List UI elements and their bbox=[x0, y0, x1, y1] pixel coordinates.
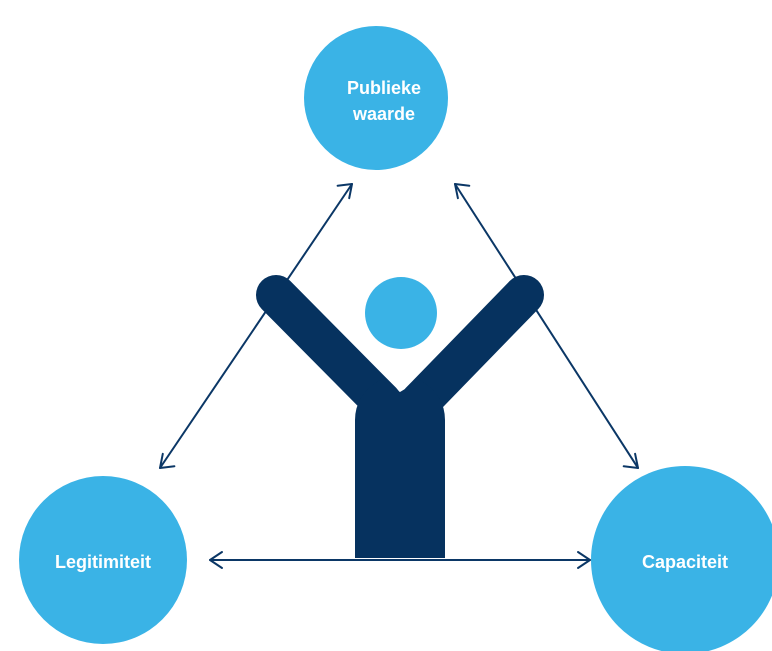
label-waarde: waarde bbox=[352, 104, 415, 124]
arrowhead-top-right-lower bbox=[622, 452, 639, 469]
arrowhead-bottom-left bbox=[209, 551, 223, 569]
label-legitimiteit: Legitimiteit bbox=[55, 552, 151, 572]
node-capaciteit bbox=[591, 466, 772, 651]
connector-arrows bbox=[159, 183, 639, 569]
person-arms bbox=[256, 275, 544, 422]
person-body bbox=[355, 380, 445, 558]
arrowhead-top-left-upper bbox=[336, 183, 353, 200]
node-legitimiteit bbox=[19, 476, 187, 644]
label-publieke: Publieke bbox=[347, 78, 421, 98]
arrowhead-bottom-right bbox=[577, 551, 591, 569]
node-publieke-waarde bbox=[304, 26, 448, 170]
arrowhead-top-left-lower bbox=[159, 452, 176, 469]
person-head bbox=[365, 277, 437, 349]
arrowhead-top-right-upper bbox=[454, 183, 471, 200]
label-capaciteit: Capaciteit bbox=[642, 552, 728, 572]
person-arms-raised-icon bbox=[256, 275, 544, 558]
arrow-publieke-capaciteit bbox=[454, 183, 639, 469]
arrow-publieke-legitimiteit bbox=[159, 183, 353, 469]
